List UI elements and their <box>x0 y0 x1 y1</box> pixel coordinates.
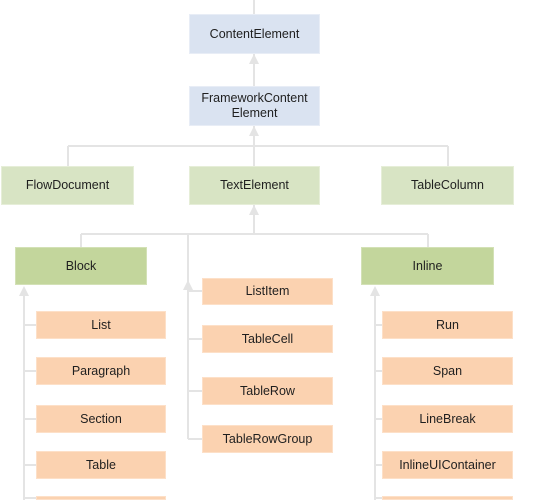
node-text-element: TextElement <box>189 166 320 205</box>
node-inline-child-partial <box>382 496 513 500</box>
node-flow-document: FlowDocument <box>1 166 134 205</box>
node-span: Span <box>382 357 513 385</box>
node-label: LineBreak <box>419 411 476 426</box>
node-list-item: ListItem <box>202 278 333 305</box>
node-label: List <box>91 317 111 332</box>
node-label: InlineUIContainer <box>399 457 496 472</box>
node-label: TableColumn <box>411 178 484 192</box>
node-paragraph: Paragraph <box>36 357 166 385</box>
node-section: Section <box>36 405 166 433</box>
node-inline-ui-container: InlineUIContainer <box>382 451 513 479</box>
node-label: FlowDocument <box>25 178 110 192</box>
node-label: Inline <box>412 258 443 273</box>
node-block-child-partial <box>36 496 166 500</box>
node-label: Section <box>80 411 122 426</box>
node-table-row-group: TableRowGroup <box>202 425 333 453</box>
node-label: TableCell <box>241 331 294 346</box>
arrowhead-te <box>249 205 259 215</box>
node-label: ListItem <box>245 284 290 298</box>
node-table-row: TableRow <box>202 377 333 405</box>
arrowhead-inline <box>370 286 380 296</box>
node-list: List <box>36 311 166 339</box>
node-table: Table <box>36 451 166 479</box>
arrowhead-block <box>19 286 29 296</box>
arrowhead-middle <box>183 280 193 290</box>
node-table-column: TableColumn <box>381 166 514 205</box>
node-run: Run <box>382 311 513 339</box>
node-label: TableRow <box>240 383 295 398</box>
node-table-cell: TableCell <box>202 325 333 353</box>
arrowhead-fce <box>249 126 259 136</box>
node-label: FrameworkContent Element <box>201 91 308 120</box>
node-label: Run <box>436 317 459 332</box>
node-label: Table <box>86 457 116 472</box>
node-inline: Inline <box>361 247 494 285</box>
arrowhead-ce <box>249 54 259 64</box>
node-label: Block <box>65 258 97 273</box>
node-content-element: ContentElement <box>189 14 320 54</box>
node-label: Span <box>432 363 463 378</box>
node-label: TextElement <box>220 178 289 192</box>
node-line-break: LineBreak <box>382 405 513 433</box>
node-framework-content-element: FrameworkContent Element <box>189 86 320 126</box>
node-label: ContentElement <box>209 26 300 41</box>
node-block: Block <box>15 247 147 285</box>
node-label: TableRowGroup <box>222 431 313 446</box>
node-label: Paragraph <box>71 363 131 378</box>
